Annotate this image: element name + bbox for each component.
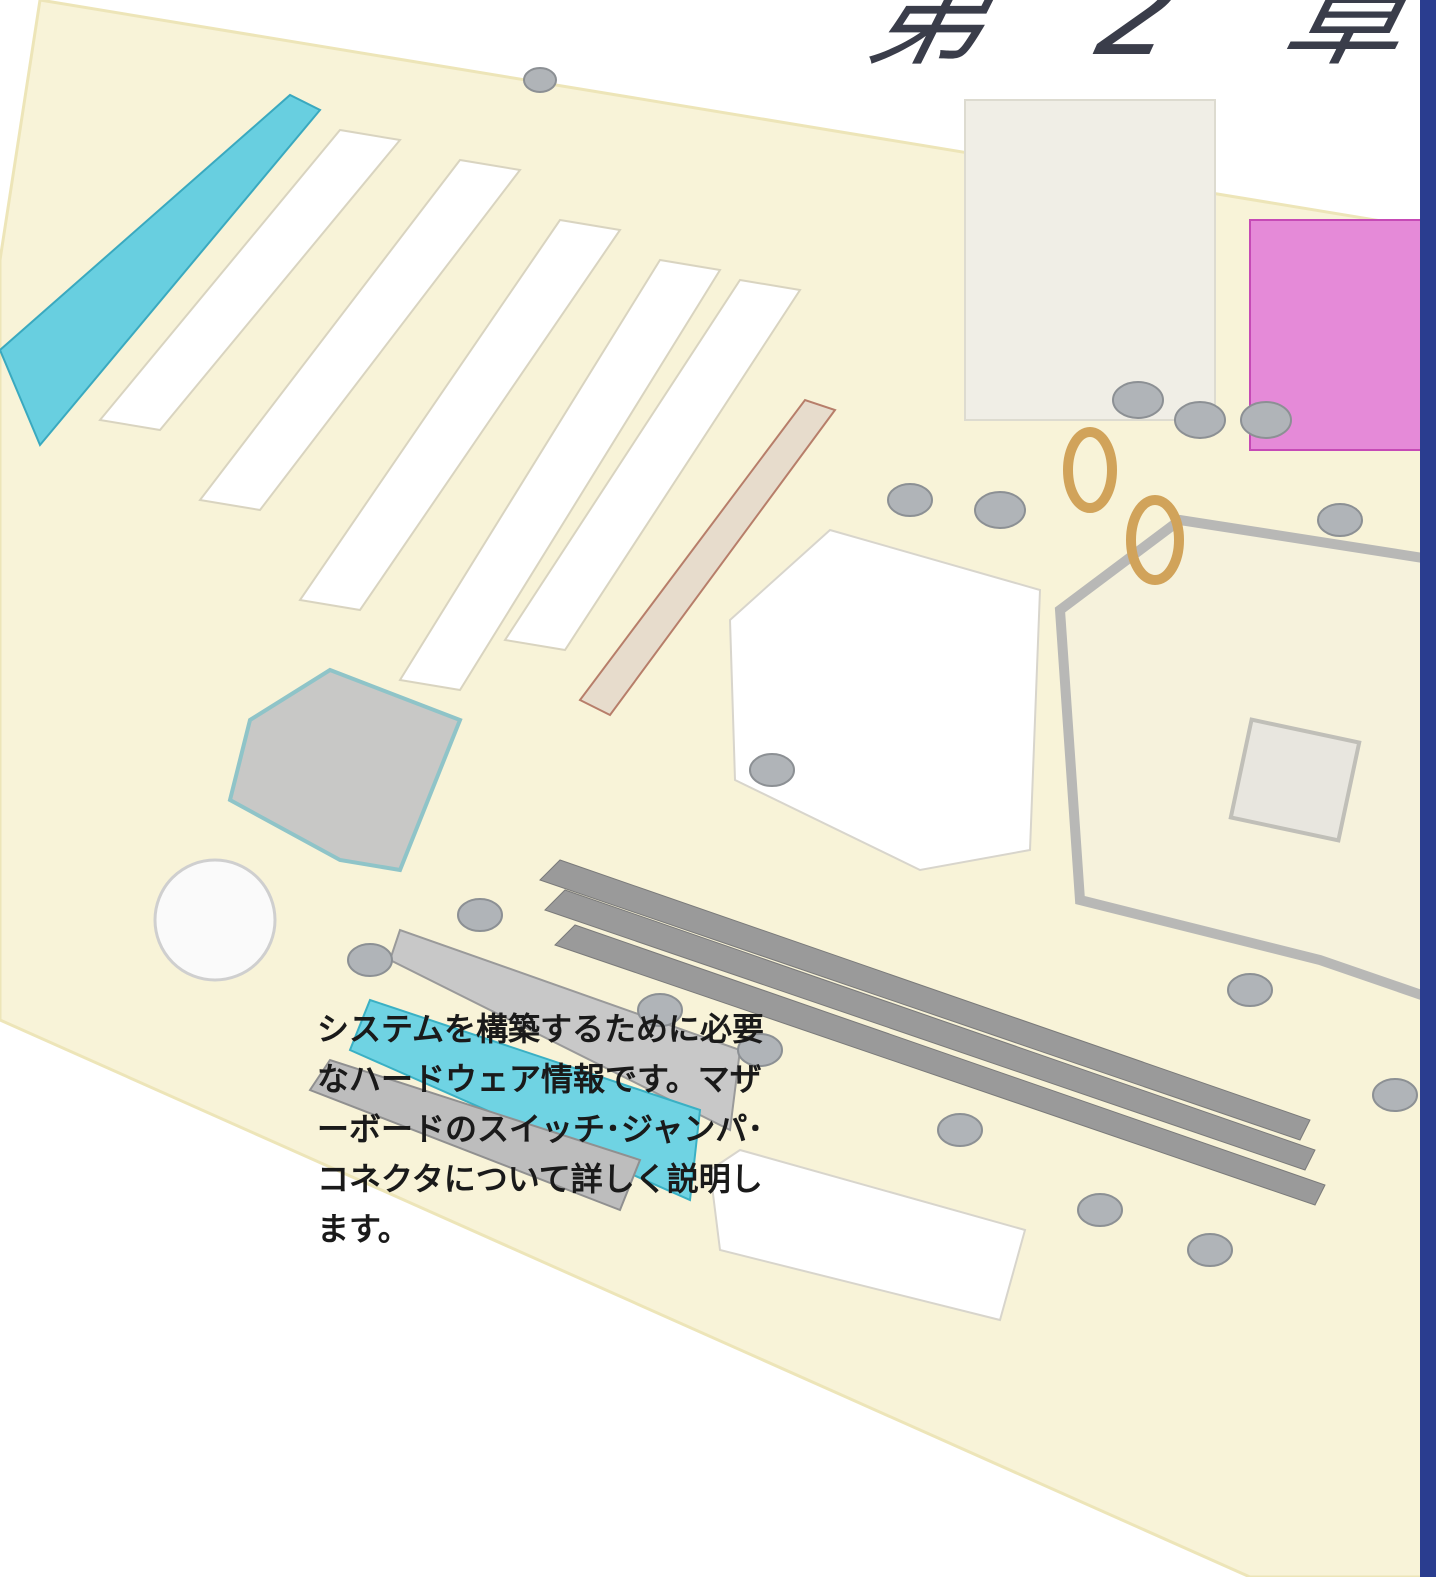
chapter-intro-text: システムを構築するために必要なハードウェア情報です。マザーボードのスイッチ･ジャ… xyxy=(317,1010,765,1248)
chipset-heatsink xyxy=(728,528,1042,872)
capacitors xyxy=(347,67,1418,1267)
brown-slot xyxy=(578,398,837,717)
chapter-side-stripe xyxy=(1420,0,1436,1577)
pci-slots xyxy=(98,128,802,692)
cmos-battery xyxy=(153,858,277,982)
atx-power-connector xyxy=(708,1148,1027,1322)
ide-connector-gray-2 xyxy=(308,1058,642,1212)
inductor-coils xyxy=(1063,427,1184,585)
cpu-socket-center xyxy=(1228,717,1362,843)
chapter-title: 第 2 章 xyxy=(854,0,1436,83)
chipset-chip xyxy=(227,667,463,873)
dimm-slots xyxy=(539,859,1326,1206)
agp-slot xyxy=(0,93,322,447)
io-shield xyxy=(964,99,1216,421)
